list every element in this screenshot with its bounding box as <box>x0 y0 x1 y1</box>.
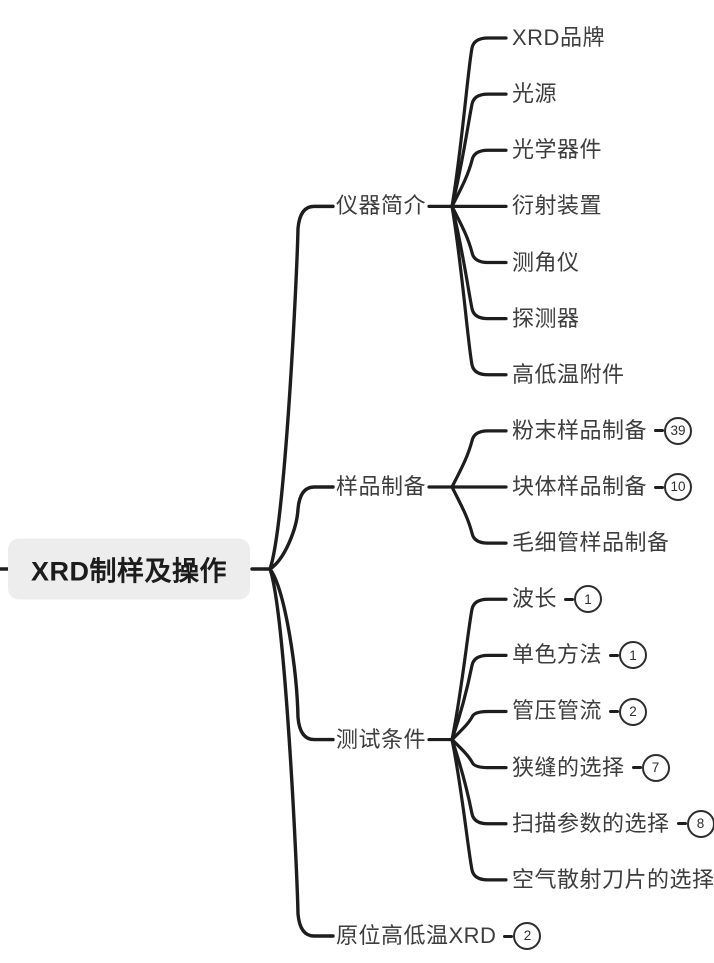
leaf-node[interactable]: 波长 1 <box>512 585 603 614</box>
branch-node-label: 仪器简介 <box>336 193 427 219</box>
branch-connector <box>268 567 335 938</box>
leaf-node[interactable]: 块体样品制备 10 <box>512 473 693 501</box>
leaf-node[interactable]: 测角仪 <box>512 250 580 274</box>
leaf-connector <box>450 737 508 826</box>
leaf-connector <box>450 653 508 742</box>
leaf-node-label: 探测器 <box>512 305 580 331</box>
leaf-node-label: 波长 <box>512 586 558 612</box>
leaf-node[interactable]: XRD品牌 <box>512 24 605 50</box>
badge-dash <box>631 766 642 770</box>
branch-node[interactable]: 测试条件 <box>336 727 426 751</box>
leaf-connector <box>450 429 508 489</box>
leaf-node-label: 衍射装置 <box>512 193 603 219</box>
badge-dash <box>609 653 620 657</box>
leaf-node[interactable]: 扫描参数的选择 8 <box>512 809 714 838</box>
leaf-node-label: 单色方法 <box>512 642 603 668</box>
branch-node[interactable]: 原位高低温XRD 2 <box>336 922 542 950</box>
leaf-connector <box>450 485 508 545</box>
leaf-node[interactable]: 毛细管样品制备 <box>512 530 670 556</box>
leaf-connector <box>450 204 508 321</box>
leaf-node-label: 光学器件 <box>512 137 603 163</box>
leaf-connector <box>450 92 508 208</box>
leaf-node[interactable]: 光学器件 <box>512 137 603 163</box>
branch-node-label: 原位高低温XRD <box>336 922 497 948</box>
leaf-node-label: XRD品牌 <box>512 24 605 50</box>
leaf-node[interactable]: 单色方法 1 <box>512 641 648 670</box>
leaf-connector <box>450 204 508 265</box>
leaf-connector <box>450 148 508 208</box>
leaf-connector <box>450 36 508 208</box>
leaf-node-label: 管压管流 <box>512 698 603 724</box>
leaf-node-label: 块体样品制备 <box>512 473 648 499</box>
count-badge[interactable]: 8 <box>686 809 714 838</box>
count-badge[interactable]: 7 <box>641 753 670 782</box>
leaf-node[interactable]: 探测器 <box>512 305 580 331</box>
leaf-node[interactable]: 粉末样品制备 39 <box>512 416 693 445</box>
count-badge[interactable]: 1 <box>574 585 603 614</box>
leaf-node-label: 狭缝的选择 <box>512 754 625 780</box>
branch-node[interactable]: 仪器简介 <box>336 194 426 218</box>
leaf-node-label: 扫描参数的选择 <box>512 810 670 836</box>
count-badge[interactable]: 2 <box>619 697 648 726</box>
branch-node-label: 样品制备 <box>336 473 427 499</box>
leaf-node[interactable]: 衍射装置 <box>512 194 602 218</box>
badge-dash <box>609 710 620 713</box>
leaf-node-label: 光源 <box>512 81 558 107</box>
leaf-connector <box>450 737 508 770</box>
leaf-node[interactable]: 空气散射刀片的选择 <box>512 866 714 892</box>
leaf-node[interactable]: 高低温附件 <box>512 361 625 387</box>
branch-connector <box>268 567 335 742</box>
count-badge[interactable]: 2 <box>513 922 542 950</box>
badge-dash <box>564 597 575 601</box>
branch-connector <box>268 204 335 571</box>
leaf-node[interactable]: 光源 <box>512 81 558 107</box>
leaf-node[interactable]: 狭缝的选择 7 <box>512 753 670 782</box>
leaf-node-label: 毛细管样品制备 <box>512 530 670 556</box>
badge-dash <box>503 934 514 938</box>
root-node[interactable]: XRD制样及操作 <box>8 538 251 600</box>
leaf-connector <box>450 597 508 742</box>
count-badge[interactable]: 39 <box>664 416 693 445</box>
leaf-connector <box>450 204 508 377</box>
leaf-connector <box>450 737 508 882</box>
badge-dash <box>676 822 687 826</box>
leaf-node[interactable]: 管压管流 2 <box>512 697 648 726</box>
badge-dash <box>654 429 665 433</box>
leaf-node-label: 高低温附件 <box>512 361 625 387</box>
count-badge[interactable]: 1 <box>619 641 648 670</box>
leaf-node-label: 粉末样品制备 <box>512 417 648 443</box>
leaf-node-label: 空气散射刀片的选择 <box>512 866 714 892</box>
leaf-node-label: 测角仪 <box>512 249 580 275</box>
branch-node-label: 测试条件 <box>336 726 427 752</box>
branch-node[interactable]: 样品制备 <box>336 473 427 499</box>
count-badge[interactable]: 10 <box>664 473 693 501</box>
branch-connector <box>268 485 335 571</box>
leaf-connector <box>450 709 508 742</box>
badge-dash <box>654 485 665 489</box>
